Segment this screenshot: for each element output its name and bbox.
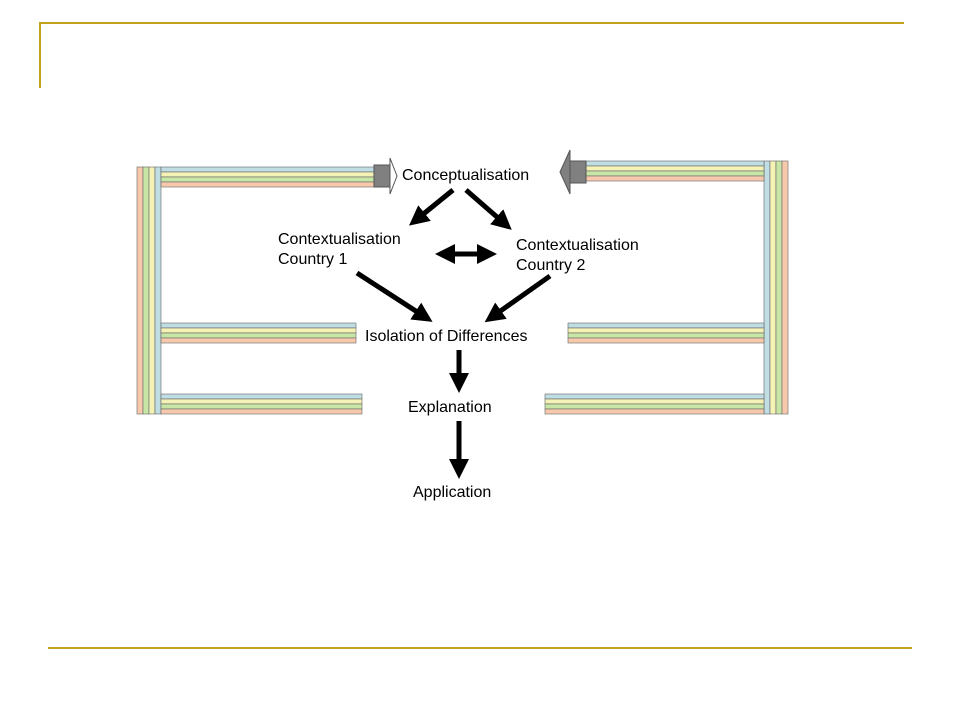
node-conceptualisation: Conceptualisation <box>402 167 530 184</box>
node-explanation: Explanation <box>408 399 492 416</box>
node-context2-line1: Contextualisation <box>516 237 639 254</box>
node-isolation-of-differences: Isolation of Differences <box>365 328 528 345</box>
node-contextualisation-country-2: Contextualisation Country 2 <box>516 236 639 276</box>
left-feedback-bracket <box>136 166 377 415</box>
node-context1-line1: Contextualisation <box>278 231 401 248</box>
right-block-arrow-icon <box>559 149 587 195</box>
left-block-arrow-icon <box>373 157 398 195</box>
slide-frame-top-line <box>39 22 904 24</box>
right-feedback-bracket <box>544 160 789 415</box>
slide-frame-bottom-line <box>48 647 912 649</box>
node-contextualisation-country-1: Contextualisation Country 1 <box>278 230 401 270</box>
node-context2-line2: Country 2 <box>516 257 586 274</box>
arrow-context2-to-isolation <box>484 273 552 323</box>
arrow-context1-to-isolation <box>355 270 433 322</box>
arrow-concept-to-context1 <box>409 188 455 226</box>
node-application: Application <box>413 484 492 501</box>
node-context1-line2: Country 1 <box>278 251 348 268</box>
arrow-concept-to-context2 <box>464 188 512 230</box>
slide-frame-left-line <box>39 22 41 88</box>
